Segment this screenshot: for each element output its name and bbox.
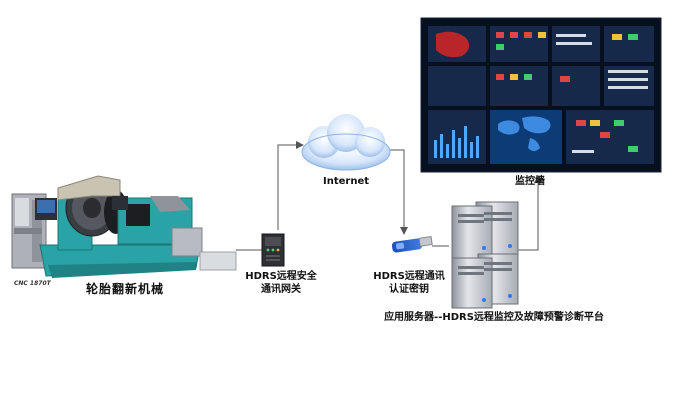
machine-label: 轮胎翻新机械 (85, 282, 164, 296)
machine-model-label: CNC 1870T (14, 280, 52, 287)
server-label: 应用服务器--HDRS远程监控及故障预警诊断平台 (384, 312, 604, 323)
internet-cloud-icon (301, 114, 391, 171)
gateway-label: HDRS远程安全 通讯网关 (236, 270, 326, 296)
server-to-wall-line (518, 175, 542, 251)
internet-label: Internet (322, 176, 369, 187)
auth-key-label-line1: HDRS远程通讯 (373, 271, 445, 282)
internet-to-key-line (390, 149, 408, 235)
tire-retreading-machine: CNC 1870T (11, 175, 237, 287)
usb-auth-key-icon (391, 236, 433, 253)
monitor-wall-label: 监控墙 (515, 176, 545, 187)
gateway-to-internet-line (277, 141, 304, 230)
monitoring-wall-display (420, 17, 662, 173)
application-server-icon (451, 201, 519, 309)
gateway-label-line2: 通讯网关 (261, 284, 301, 295)
auth-key-label: HDRS远程通讯 认证密钥 (364, 270, 454, 296)
gateway-label-line1: HDRS远程安全 (245, 271, 317, 282)
security-gateway-device (261, 233, 285, 267)
auth-key-label-line2: 认证密钥 (389, 284, 429, 295)
connector-lines (236, 141, 542, 251)
